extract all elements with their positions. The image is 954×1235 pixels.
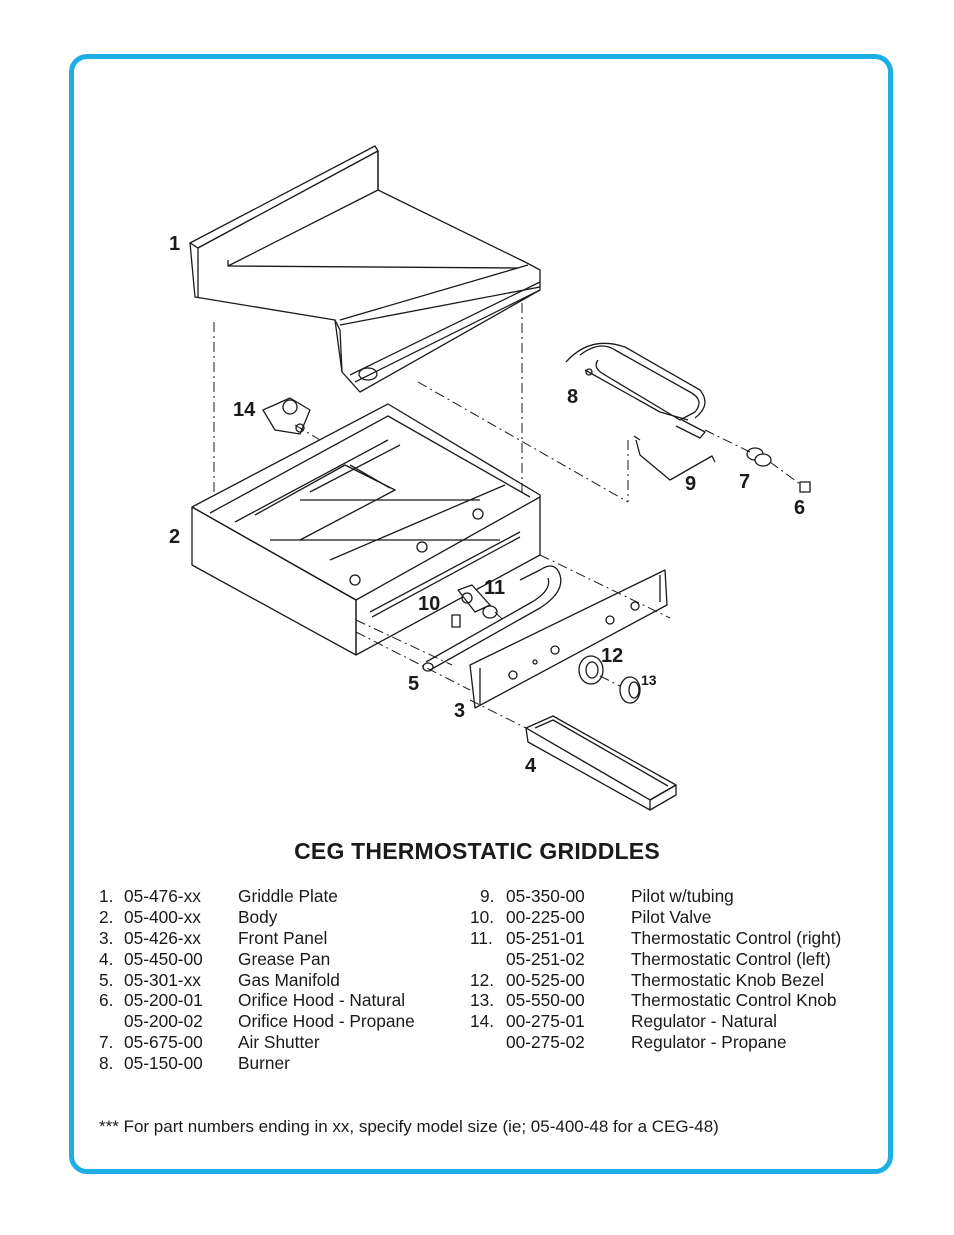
item-number: 1. — [99, 886, 114, 906]
list-item: 8. 05-150-00 Burner — [99, 1053, 459, 1074]
part-number: 00-275-01 — [506, 1011, 585, 1032]
callout-9: 9 — [685, 473, 696, 495]
part-number: 05-550-00 — [506, 990, 585, 1011]
part-description: Orifice Hood - Natural — [238, 990, 406, 1011]
list-item: 10. 00-225-00 Pilot Valve — [468, 907, 868, 928]
list-item: 9. 05-350-00 Pilot w/tubing — [468, 886, 868, 907]
callout-6: 6 — [794, 497, 805, 519]
part-description: Regulator - Propane — [631, 1032, 787, 1053]
list-item: 05-251-02 Thermostatic Control (left) — [468, 949, 868, 970]
part-number: 00-525-00 — [506, 969, 585, 990]
parts-list-right: 9. 05-350-00 Pilot w/tubing 10. 00-225-00 Pi… — [468, 886, 868, 1053]
list-item: 11. 05-251-01 Thermostatic Control (right) — [468, 928, 868, 949]
part-number: 05-350-00 — [506, 886, 585, 906]
callout-5: 5 — [408, 673, 419, 695]
part-description: Thermostatic Control (left) — [631, 948, 831, 969]
item-number: 2. — [99, 906, 114, 927]
part-description: Thermostatic Control Knob — [631, 990, 837, 1011]
part-description: Griddle Plate — [238, 886, 338, 906]
list-item: 13. 05-550-00 Thermostatic Control Knob — [468, 990, 868, 1011]
pilot-valve-drawing — [451, 614, 461, 628]
regulator-drawing — [262, 397, 311, 435]
part-description: Grease Pan — [238, 948, 331, 969]
part-description: Regulator - Natural — [631, 1011, 777, 1032]
item-number: 3. — [99, 927, 114, 948]
page-title: CEG THERMOSTATIC GRIDDLES — [294, 838, 660, 864]
item-number: 10. — [470, 906, 495, 927]
part-number: 05-450-00 — [124, 948, 203, 969]
list-item: 6. 05-200-01 Orifice Hood - Natural — [99, 990, 459, 1011]
callout-12: 12 — [601, 645, 623, 667]
part-number: 05-200-01 — [124, 990, 203, 1011]
part-number: 05-426-xx — [124, 927, 201, 948]
part-number: 00-225-00 — [506, 906, 585, 927]
part-description: Burner — [238, 1053, 290, 1074]
item-number: 13. — [470, 990, 495, 1011]
parts-list-left: 1. 05-476-xx Griddle Plate 2. 05-400-xx Body… — [99, 886, 459, 1074]
callout-1: 1 — [169, 233, 180, 255]
list-item: 05-200-02 Orifice Hood - Propane — [99, 1011, 459, 1032]
item-number: 7. — [99, 1032, 114, 1053]
page-border — [69, 54, 893, 1174]
part-description: Air Shutter — [238, 1032, 320, 1053]
part-description: Body — [238, 906, 278, 927]
part-number: 05-301-xx — [124, 969, 201, 990]
thermostat-drawing — [457, 584, 498, 619]
item-number: 12. — [470, 969, 495, 990]
list-item: 00-275-02 Regulator - Propane — [468, 1032, 868, 1053]
item-number: 14. — [470, 1011, 495, 1032]
gas-manifold-drawing — [422, 565, 562, 672]
callout-13: 13 — [641, 672, 657, 688]
callout-3: 3 — [454, 700, 465, 722]
griddle-plate-drawing — [189, 145, 541, 393]
item-number: 6. — [99, 990, 114, 1011]
pilot-tubing-drawing — [633, 435, 716, 481]
part-number: 05-251-01 — [506, 927, 585, 948]
part-number: 00-275-02 — [506, 1032, 585, 1053]
list-item: 2. 05-400-xx Body — [99, 907, 459, 928]
part-number: 05-476-xx — [124, 886, 201, 906]
part-description: Front Panel — [238, 927, 328, 948]
knob-bezel-drawing — [578, 655, 604, 685]
list-item: 7. 05-675-00 Air Shutter — [99, 1032, 459, 1053]
part-description: Thermostatic Knob Bezel — [631, 969, 825, 990]
grease-pan-drawing — [525, 715, 677, 811]
part-description: Pilot Valve — [631, 906, 712, 927]
footnote: *** For part numbers ending in xx, speci… — [99, 1117, 719, 1136]
callout-2: 2 — [169, 526, 180, 548]
part-number: 05-251-02 — [506, 948, 585, 969]
list-item: 14. 00-275-01 Regulator - Natural — [468, 1011, 868, 1032]
part-number: 05-400-xx — [124, 906, 201, 927]
item-number: 8. — [99, 1053, 114, 1074]
list-item: 3. 05-426-xx Front Panel — [99, 928, 459, 949]
burner-drawing — [565, 342, 706, 439]
part-number: 05-150-00 — [124, 1053, 203, 1074]
callout-14: 14 — [233, 399, 256, 421]
part-description: Gas Manifold — [238, 969, 340, 990]
callout-7: 7 — [739, 471, 750, 493]
list-item: 1. 05-476-xx Griddle Plate — [99, 886, 459, 907]
part-description: Orifice Hood - Propane — [238, 1011, 415, 1032]
orifice-hood-drawing — [799, 481, 811, 493]
item-number: 4. — [99, 948, 114, 969]
control-knob-drawing — [619, 676, 641, 704]
callout-10: 10 — [418, 593, 440, 615]
list-item: 4. 05-450-00 Grease Pan — [99, 949, 459, 970]
item-number: 11. — [470, 927, 493, 948]
part-number: 05-200-02 — [124, 1011, 203, 1032]
front-panel-drawing — [469, 569, 668, 709]
callout-4: 4 — [525, 755, 537, 777]
item-number: 9. — [480, 886, 495, 906]
item-number: 5. — [99, 969, 114, 990]
list-item: 5. 05-301-xx Gas Manifold — [99, 970, 459, 991]
part-description: Pilot w/tubing — [631, 886, 734, 906]
callout-11: 11 — [484, 577, 505, 599]
part-description: Thermostatic Control (right) — [631, 927, 842, 948]
part-number: 05-675-00 — [124, 1032, 203, 1053]
callout-8: 8 — [567, 386, 578, 408]
list-item: 12. 00-525-00 Thermostatic Knob Bezel — [468, 970, 868, 991]
air-shutter-drawing — [746, 447, 772, 467]
